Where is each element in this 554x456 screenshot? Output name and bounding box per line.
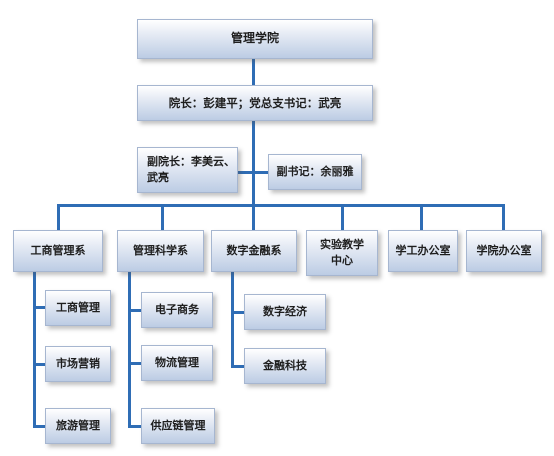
dept-1-child-2: 市场营销: [45, 346, 111, 382]
dept-1-child-1: 工商管理: [45, 290, 111, 326]
leaders-node: 院长：彭建平；党总支书记：武亮: [137, 85, 373, 121]
dept-2-child-1: 电子商务: [141, 292, 213, 328]
connector-horizontal-bus: [57, 204, 505, 207]
connector-drop-dept-3: [252, 204, 255, 230]
connector-drop-dept-4: [341, 204, 344, 230]
dept-node-4: 实验教学中心: [306, 230, 378, 276]
root-node: 管理学院: [137, 19, 373, 59]
connector-dept-2-child-1: [128, 309, 141, 312]
connector-dept-1-trunk: [33, 272, 36, 428]
connector-dept-1-child-1: [33, 306, 45, 309]
dept-3-child-1: 数字经济: [244, 294, 326, 330]
dept-node-2: 管理科学系: [117, 230, 204, 272]
dept-2-child-2: 物流管理: [141, 345, 213, 381]
connector-dept-3-trunk: [231, 272, 234, 368]
connector-dept-2-child-2: [128, 362, 141, 365]
dept-node-6: 学院办公室: [466, 230, 542, 272]
connector-dept-1-child-2: [33, 363, 45, 366]
connector-to-vice-dean: [238, 171, 253, 174]
connector-dept-3-child-1: [231, 311, 244, 314]
connector-dept-3-child-2: [231, 365, 244, 368]
dept-node-1: 工商管理系: [13, 230, 103, 272]
vice-secretary-node: 副书记：余丽雅: [268, 154, 362, 190]
dept-node-3: 数字金融系: [211, 230, 297, 272]
dept-node-5: 学工办公室: [388, 230, 458, 272]
connector-drop-dept-5: [420, 204, 423, 230]
connector-dept-2-trunk: [128, 272, 131, 428]
connector-to-vice-secretary: [254, 171, 268, 174]
connector-drop-dept-6: [502, 204, 505, 230]
dept-3-child-2: 金融科技: [244, 348, 326, 384]
dept-2-child-3: 供应链管理: [141, 408, 215, 444]
connector-leaders-down: [252, 121, 255, 205]
dept-1-child-3: 旅游管理: [45, 408, 111, 444]
connector-drop-dept-2: [161, 204, 164, 230]
connector-drop-dept-1: [57, 204, 60, 230]
connector-dept-2-child-3: [128, 425, 141, 428]
vice-dean-node: 副院长：李美云、武亮: [137, 147, 238, 193]
connector-root-to-leaders: [252, 59, 255, 85]
connector-dept-1-child-3: [33, 425, 45, 428]
